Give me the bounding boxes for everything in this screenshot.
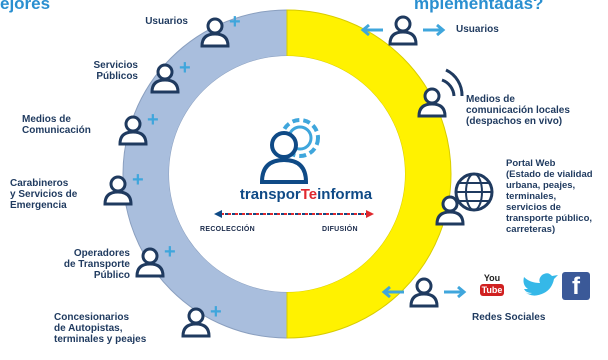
- person-plus-icon: +: [118, 109, 159, 146]
- header-right-fragment: mplementadas?: [414, 0, 544, 13]
- svg-text:+: +: [164, 241, 176, 263]
- person-plus-icon: +: [135, 241, 176, 278]
- header-left-fragment: ejores: [0, 0, 51, 13]
- logo-wordmark: transporTeinforma: [216, 186, 396, 203]
- left-label-operadores: Operadores de Transporte Público: [63, 248, 130, 281]
- svg-text:+: +: [179, 57, 191, 79]
- svg-text:+: +: [210, 301, 222, 323]
- collection-caption: RECOLECCIÓN: [200, 226, 256, 233]
- svg-text:+: +: [147, 109, 159, 131]
- right-label-medios: Medios de comunicación locales (despacho…: [466, 94, 570, 127]
- logo-part-3: informa: [317, 186, 373, 203]
- diffusion-half-ring: [286, 9, 452, 339]
- person-arrows-icon: [360, 15, 446, 46]
- person-plus-icon: +: [200, 11, 241, 48]
- left-label-servicios: Servicios Públicos: [93, 60, 138, 82]
- svg-text:+: +: [132, 169, 144, 191]
- person-plus-icon: +: [150, 57, 191, 94]
- left-label-carabineros: Carabineros y Servicios de Emergencia: [10, 178, 78, 211]
- right-label-usuarios: Usuarios: [456, 24, 499, 35]
- right-label-portal: Portal Web (Estado de vialidad urbana, p…: [506, 158, 593, 235]
- logo-part-1: transpor: [239, 186, 301, 203]
- svg-text:+: +: [229, 11, 241, 33]
- youtube-bottom-text: Tube: [480, 284, 504, 296]
- left-label-usuarios: Usuarios: [145, 16, 188, 27]
- logo-part-2: Te: [300, 186, 318, 203]
- youtube-top-text: You: [483, 273, 501, 283]
- logo-underline: [214, 210, 374, 218]
- youtube-icon: You Tube: [480, 272, 504, 300]
- person-logo-icon: [259, 131, 309, 184]
- right-label-redes: Redes Sociales: [472, 312, 546, 323]
- facebook-icon: f: [562, 272, 590, 300]
- social-person-arrows-icon: [381, 277, 467, 308]
- person-plus-icon: +: [103, 169, 144, 206]
- left-label-concesionarios: Concesionarios de Autopistas, terminales…: [54, 312, 147, 345]
- left-label-medios: Medios de Comunicación: [22, 114, 91, 136]
- globe-icon: [454, 172, 494, 212]
- broadcast-person-icon: [417, 68, 464, 118]
- twitter-icon: [523, 273, 558, 296]
- person-plus-icon: +: [181, 301, 222, 338]
- person-icon: [435, 195, 465, 226]
- diffusion-caption: DIFUSIÓN: [322, 226, 358, 233]
